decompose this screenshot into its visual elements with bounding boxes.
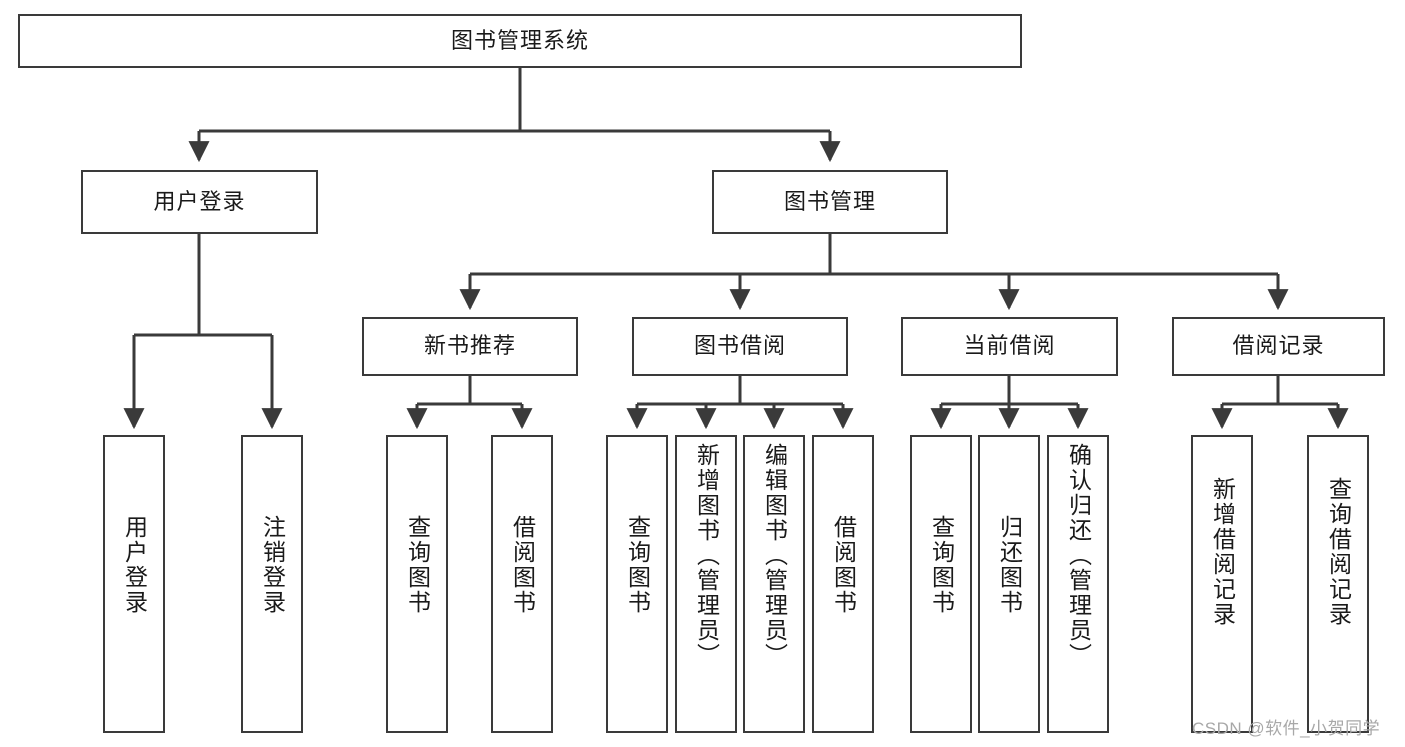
node-label: 图书借阅: [693, 333, 786, 359]
node-label: 归还图书: [996, 515, 1023, 615]
node-label: 图书管理系统: [450, 27, 589, 53]
node-borrow-record[interactable]: 借阅记录: [1172, 317, 1385, 376]
node-label: 查询图书: [404, 515, 431, 615]
node-label: 用户登录: [153, 188, 246, 214]
node-user-login[interactable]: 用户登录: [81, 170, 318, 234]
node-label: 图书管理: [783, 188, 876, 214]
node-label: 借阅记录: [1232, 333, 1325, 359]
node-label: 查询图书: [624, 515, 651, 615]
node-label: 查询图书: [928, 515, 955, 615]
leaf-borrow-record-add-record[interactable]: 新增借阅记录: [1191, 435, 1253, 733]
node-label: 新增借阅记录: [1209, 477, 1236, 627]
node-new-book-recommend[interactable]: 新书推荐: [362, 317, 578, 376]
leaf-book-borrow-borrow-book[interactable]: 借阅图书: [812, 435, 874, 733]
node-label: 确认归还（管理员）: [1065, 443, 1092, 668]
leaf-user-login-login[interactable]: 用户登录: [103, 435, 165, 733]
leaf-book-borrow-query-book[interactable]: 查询图书: [606, 435, 668, 733]
node-label: 借阅图书: [509, 515, 536, 615]
node-label: 用户登录: [121, 515, 148, 615]
leaf-book-borrow-edit-book-admin[interactable]: 编辑图书（管理员）: [743, 435, 805, 733]
leaf-current-borrow-query-book[interactable]: 查询图书: [910, 435, 972, 733]
node-label: 新书推荐: [423, 333, 516, 359]
node-label: 查询借阅记录: [1325, 477, 1352, 627]
leaf-new-book-borrow-book[interactable]: 借阅图书: [491, 435, 553, 733]
node-label: 借阅图书: [830, 515, 857, 615]
node-label: 新增图书（管理员）: [693, 443, 720, 668]
node-book-management[interactable]: 图书管理: [712, 170, 948, 234]
leaf-borrow-record-query-record[interactable]: 查询借阅记录: [1307, 435, 1369, 733]
node-label: 注销登录: [259, 515, 286, 615]
node-current-borrow[interactable]: 当前借阅: [901, 317, 1118, 376]
node-label: 编辑图书（管理员）: [761, 443, 788, 668]
leaf-current-borrow-confirm-return-admin[interactable]: 确认归还（管理员）: [1047, 435, 1109, 733]
node-label: 当前借阅: [963, 333, 1056, 359]
node-book-borrow[interactable]: 图书借阅: [632, 317, 848, 376]
node-root-book-management-system[interactable]: 图书管理系统: [18, 14, 1022, 68]
leaf-new-book-query-book[interactable]: 查询图书: [386, 435, 448, 733]
leaf-current-borrow-return-book[interactable]: 归还图书: [978, 435, 1040, 733]
leaf-user-login-logout[interactable]: 注销登录: [241, 435, 303, 733]
watermark-text: CSDN @软件_小贺同学: [1192, 719, 1381, 738]
leaf-book-borrow-add-book-admin[interactable]: 新增图书（管理员）: [675, 435, 737, 733]
